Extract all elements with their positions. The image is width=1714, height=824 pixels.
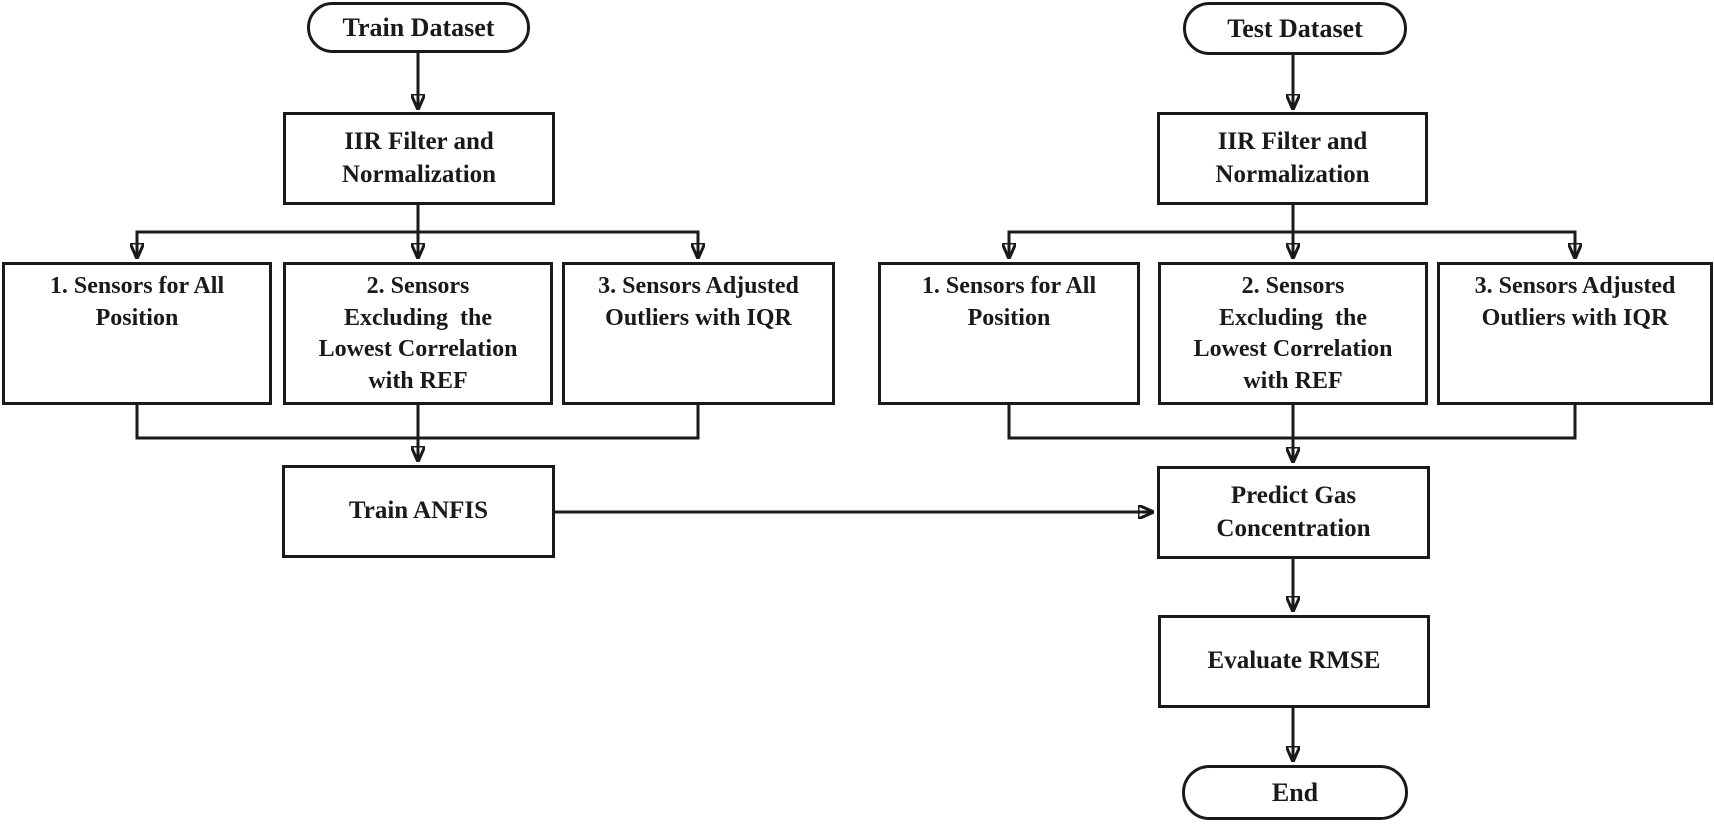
branch-sensors-excluding-lowest-correlation-test: 2. Sensors Excluding the Lowest Correlat… [1158,262,1428,405]
start-terminal-test-dataset: Test Dataset [1183,2,1407,55]
process-train-anfis: Train ANFIS [282,465,555,558]
branch-sensors-all-position-train: 1. Sensors for All Position [2,262,272,405]
branch-sensors-all-position-test: 1. Sensors for All Position [878,262,1140,405]
start-terminal-train-dataset: Train Dataset [307,2,530,53]
branch-sensors-adjusted-outliers-iqr-test: 3. Sensors Adjusted Outliers with IQR [1437,262,1713,405]
end-terminal: End [1182,765,1408,820]
process-evaluate-rmse: Evaluate RMSE [1158,615,1430,708]
process-iir-filter-normalization-train: IIR Filter and Normalization [283,112,555,205]
process-predict-gas-concentration: Predict Gas Concentration [1157,466,1430,559]
branch-sensors-adjusted-outliers-iqr-train: 3. Sensors Adjusted Outliers with IQR [562,262,835,405]
process-iir-filter-normalization-test: IIR Filter and Normalization [1157,112,1428,205]
branch-sensors-excluding-lowest-correlation-train: 2. Sensors Excluding the Lowest Correlat… [283,262,553,405]
